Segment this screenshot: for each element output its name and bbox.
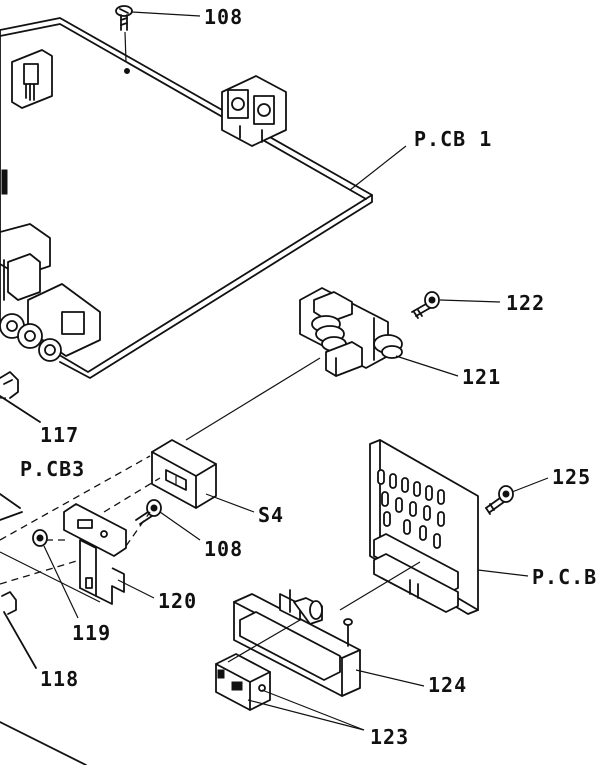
label-124: 124 (428, 673, 467, 697)
label-120: 120 (158, 589, 197, 613)
switch-121 (299, 287, 403, 377)
switch-123 (215, 653, 271, 711)
label-122: 122 (506, 291, 545, 315)
label-119: 119 (72, 621, 111, 645)
label-108-bottom: 108 (204, 537, 243, 561)
lever-assembly-124 (233, 589, 361, 697)
pcb1-board (0, 17, 373, 379)
label-pcb1: P.CB 1 (414, 127, 492, 151)
bracket-120 (63, 503, 127, 605)
leader-lines (43, 11, 549, 731)
assembly-guide-lines (0, 357, 421, 663)
bracket-118 (0, 591, 87, 765)
callout-labels: 108 P.CB 1 122 121 117 P.CB3 S4 125 108 … (20, 5, 608, 749)
screw-119-icon (32, 529, 48, 547)
label-123: 123 (370, 725, 409, 749)
label-125: 125 (552, 465, 591, 489)
bracket-117 (0, 371, 41, 423)
switch-s4 (151, 439, 217, 509)
label-s4: S4 (258, 503, 284, 527)
label-pcb3: P.CB3 (20, 457, 85, 481)
label-117: 117 (40, 423, 79, 447)
pcb2-led-array (377, 469, 445, 549)
pcb3-board (0, 493, 23, 521)
label-pcb2: P.C.B 2 (532, 565, 608, 589)
screw-122-icon (411, 291, 440, 319)
label-108-top: 108 (204, 5, 243, 29)
screw-125-icon (485, 485, 514, 515)
screw-108-top-icon (115, 5, 133, 63)
pcb2-board (369, 439, 479, 615)
screw-108-bottom-icon (135, 499, 162, 525)
label-118: 118 (40, 667, 79, 691)
label-121: 121 (462, 365, 501, 389)
